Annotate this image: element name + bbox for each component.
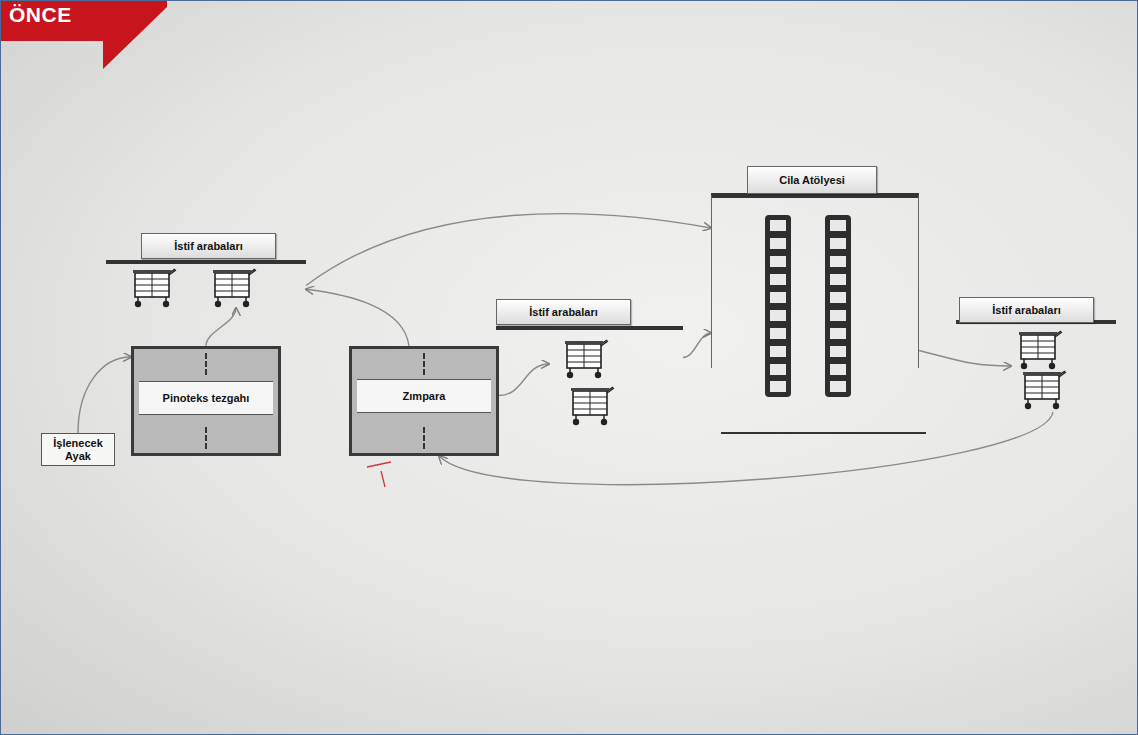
section-label: İstif arabaları (141, 233, 276, 259)
cart-icon (571, 387, 614, 425)
input-box: İşlenecek Ayak (41, 433, 115, 466)
workshop-area: Cila Atölyesi (711, 193, 919, 368)
work-bench: Pinoteks tezgahı (131, 346, 281, 456)
cart-area: İstif arabaları (1011, 297, 1116, 412)
cart-icon (213, 269, 256, 307)
cart-icon (133, 269, 176, 307)
section-label: İstif arabaları (959, 297, 1094, 323)
cart-icon (1023, 371, 1066, 409)
section-label: İstif arabaları (496, 299, 631, 325)
banner-shape (1, 1, 167, 69)
cart-icon (1019, 331, 1062, 369)
flow-arrow (439, 412, 1053, 485)
dashed-line (205, 427, 207, 449)
flow-arrow (306, 214, 711, 286)
flow-arrow (683, 333, 711, 358)
floor-line (721, 432, 926, 434)
dashed-line (205, 353, 207, 375)
flow-arrow (499, 364, 549, 396)
cart-icon (565, 340, 608, 378)
section-label: Cila Atölyesi (747, 166, 877, 194)
input-label: İşlenecek Ayak (46, 437, 110, 462)
flow-arrow (306, 289, 409, 346)
dashed-line (423, 353, 425, 375)
shelf-bar (106, 260, 306, 264)
rack-icon (825, 215, 851, 397)
bench-label: Zımpara (357, 379, 491, 413)
bench-label: Pinoteks tezgahı (139, 381, 273, 415)
cart-area: İstif arabaları (106, 233, 306, 308)
flow-arrow (919, 351, 1011, 367)
pencil-mark (367, 462, 391, 487)
shelf-bar (496, 326, 683, 330)
rack-icon (765, 215, 791, 397)
flow-arrow (206, 308, 236, 346)
flow-arrow (78, 357, 131, 433)
cart-area: İstif arabaları (549, 299, 683, 429)
work-bench: Zımpara (349, 346, 499, 456)
dashed-line (423, 427, 425, 449)
banner-label: ÖNCE (9, 3, 72, 27)
